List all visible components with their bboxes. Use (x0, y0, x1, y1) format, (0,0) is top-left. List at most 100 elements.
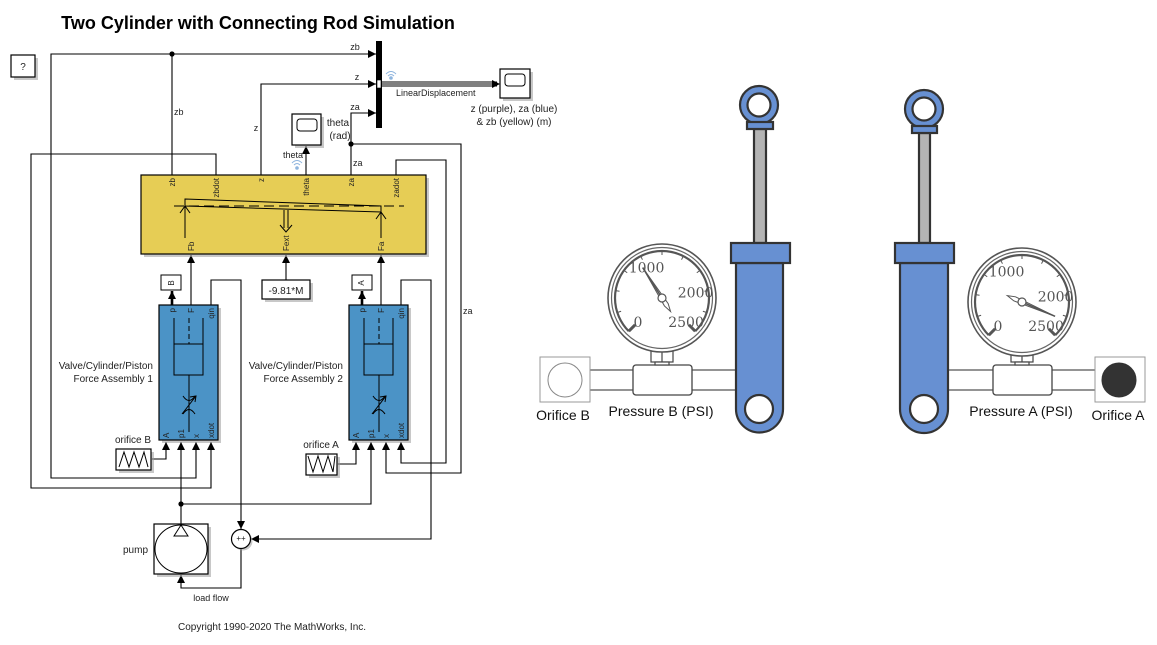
help-block-label: ? (20, 62, 26, 73)
hydraulic-cylinder-b (729, 84, 792, 434)
valve-cylinder-assembly-1[interactable]: p F qin A p1 x xdot (158, 304, 221, 443)
rod-eye-hole (746, 92, 772, 118)
port-label-f: F (187, 308, 196, 313)
port-label-xdot: xdot (397, 422, 406, 438)
cylinder-cap (893, 241, 956, 265)
signal-line-orifice-a[interactable] (338, 442, 360, 465)
signal-line-zadot[interactable] (395, 159, 447, 464)
assembly-2-name: Valve/Cylinder/Piston (249, 361, 343, 372)
piston-rod (917, 131, 932, 245)
goto-tag-b[interactable]: B (160, 274, 182, 291)
signal-line-zbdot[interactable] (30, 153, 217, 489)
signal-builder-icon (118, 450, 149, 469)
port-label-p1: p1 (177, 429, 186, 438)
gauge-tick (696, 269, 701, 274)
displacement-scope-caption: z (purple), za (blue) (471, 104, 558, 115)
pump-outlet-triangle-icon (173, 524, 189, 537)
port-label-qin: qin (207, 308, 216, 319)
signal-line-p1-assembly2[interactable] (181, 442, 375, 505)
gauge-tick (1047, 327, 1057, 337)
diagram-title: Two Cylinder with Connecting Rod Simulat… (61, 13, 455, 33)
signal-line-orifice-b[interactable] (152, 442, 170, 460)
theta-scope-caption: (rad) (329, 131, 350, 142)
signal-line-zb-to-x1[interactable] (50, 53, 200, 479)
signal-line-zb[interactable] (171, 50, 376, 175)
port-label-a: A (162, 432, 171, 438)
signal-line-z[interactable] (260, 80, 376, 175)
gauge-tick-label: 0 (993, 319, 1002, 335)
theta-scope-caption: theta (327, 118, 350, 129)
hydraulic-cylinder-icon (173, 318, 204, 432)
pressure-b-caption: Pressure B (PSI) (608, 403, 713, 419)
pump-label: pump (123, 545, 148, 556)
goto-tag-body[interactable] (351, 274, 373, 291)
gauge-tick (627, 323, 637, 333)
connecting-rod-block[interactable]: zb zbdot z theta za zadot Fb Fext Fa (140, 174, 429, 257)
assembly-1-name: Force Assembly 1 (74, 374, 154, 385)
gauge-tick (640, 255, 643, 260)
port-label-p: p (168, 307, 177, 312)
gauge-tick-label: 2500 (1028, 319, 1064, 335)
animation-panel: Orifice B Orifice A Pressure B (PSI) Pre… (536, 84, 1146, 435)
help-block-body[interactable] (10, 54, 36, 78)
signal-line-qin1[interactable] (210, 279, 245, 529)
port-label-za: za (347, 177, 356, 186)
port-label-z: z (257, 178, 266, 182)
orifice-open-icon (547, 362, 583, 398)
help-block[interactable]: ? (10, 54, 38, 80)
goto-tag-label: B (167, 280, 176, 285)
cylinder-cap (729, 241, 792, 265)
signal-lines (30, 50, 500, 589)
orifice-b-signal-block[interactable] (115, 448, 154, 473)
gauge-tick (1041, 259, 1044, 264)
goto-tag-body[interactable] (160, 274, 182, 291)
port-label-zadot: zadot (392, 177, 401, 197)
signal-line-qin2[interactable] (251, 279, 432, 543)
signal-label-za: za (353, 158, 363, 168)
orifice-a-label: orifice A (303, 440, 339, 451)
signal-label-z: z (355, 72, 360, 82)
signal-line-load-flow[interactable] (177, 549, 242, 589)
pressure-a-caption: Pressure A (PSI) (969, 403, 1072, 419)
displacement-scope-block[interactable] (499, 68, 533, 101)
port-label-fb: Fb (187, 241, 196, 251)
signal-line-za-to-x2[interactable] (351, 143, 462, 474)
scope-screen-icon (296, 118, 318, 132)
cylinder-mount-hole (743, 393, 775, 425)
cylinder-mount-hole (908, 393, 940, 425)
gauge-tick (983, 273, 988, 278)
port-label-theta: theta (302, 177, 311, 195)
signal-label-load-flow: load flow (193, 593, 229, 603)
displacement-scope-caption: & zb (yellow) (m) (476, 117, 551, 128)
goto-tag-a[interactable]: A (351, 274, 373, 291)
port-label-a: A (352, 432, 361, 438)
cylinder-barrel (734, 261, 785, 434)
pump-block[interactable] (153, 523, 211, 577)
signal-label-zb: zb (350, 42, 360, 52)
cylinder-barrel (898, 261, 950, 435)
port-label-zb: zb (168, 177, 177, 186)
orifice-b-indicator (539, 356, 591, 403)
signal-line-za[interactable] (350, 109, 376, 175)
orifice-a-signal-block[interactable] (305, 453, 340, 478)
port-label-x: x (382, 434, 391, 438)
sum-body[interactable] (230, 528, 252, 550)
signal-label-zb: zb (174, 107, 184, 117)
bus-output-port (376, 79, 382, 89)
gravity-force-body[interactable] (261, 279, 311, 300)
gravity-force-block[interactable]: -9.81*M (261, 279, 313, 302)
port-label-zbdot: zbdot (212, 177, 221, 197)
gauge-tick (617, 310, 622, 313)
bus-output-line[interactable] (382, 80, 500, 88)
sum-block[interactable]: ++ (230, 528, 253, 551)
gauge-tick (1056, 273, 1061, 278)
gauge-tick (704, 290, 709, 292)
gauge-tick (975, 294, 980, 296)
gauge-tick (1000, 259, 1003, 264)
gauge-tick (687, 323, 697, 333)
valve-cylinder-assembly-2[interactable]: p F qin A p1 x xdot (348, 304, 411, 443)
theta-scope-block[interactable] (291, 113, 324, 148)
